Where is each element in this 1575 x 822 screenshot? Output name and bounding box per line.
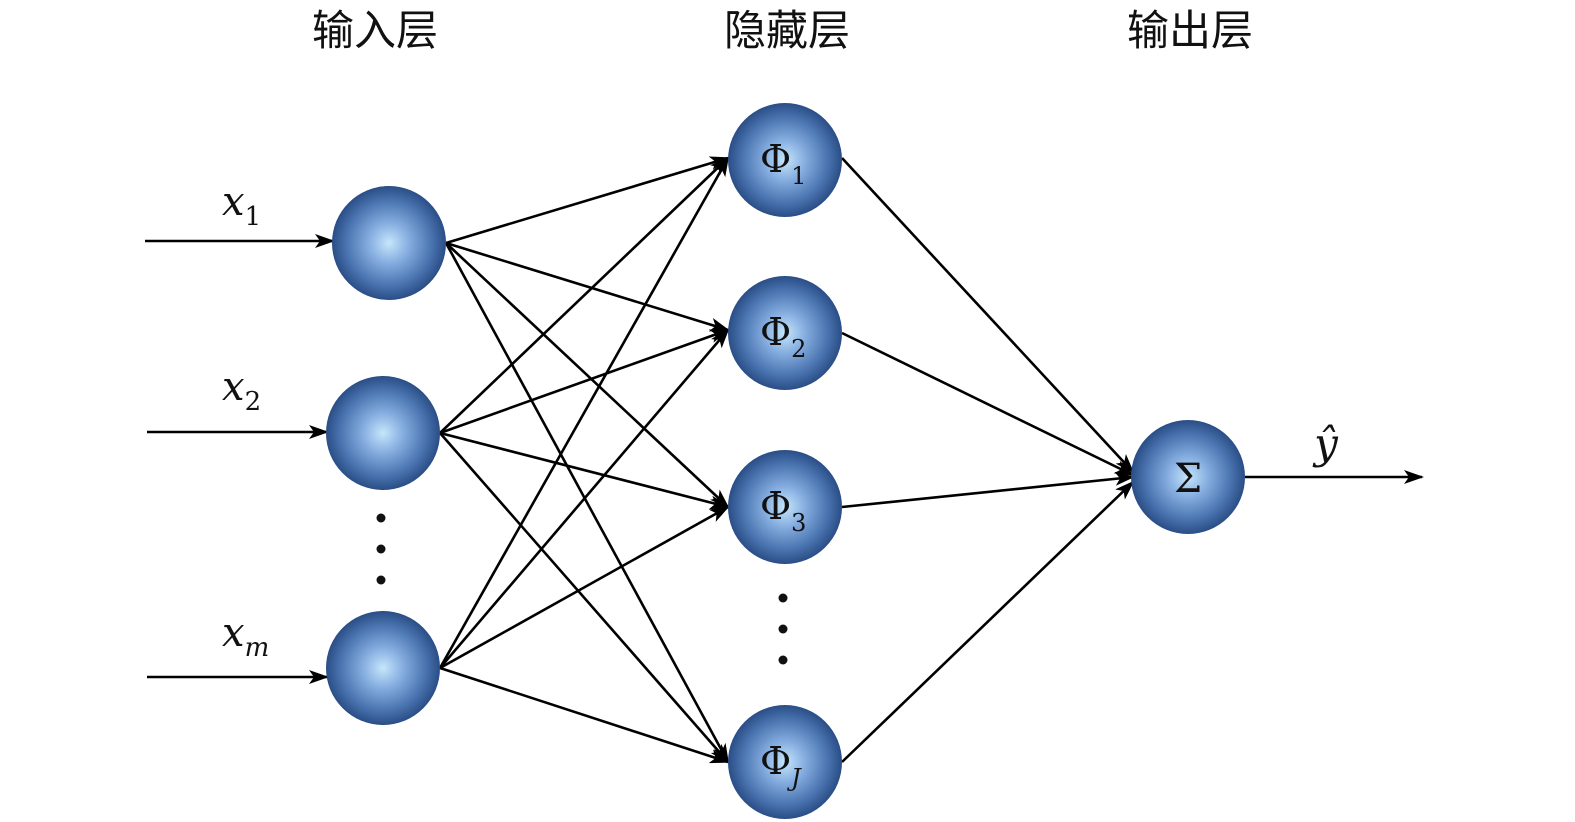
hidden-layer-title: 隐藏层 (724, 6, 850, 55)
input-node-2 (326, 376, 440, 490)
output-label: ŷ (1312, 419, 1339, 468)
edge-phi1-sum (841, 157, 1135, 474)
input-node-1 (332, 186, 446, 300)
edge-x2-phij (439, 432, 730, 764)
input-labels: x1 x2 xm (222, 179, 269, 663)
hidden-label-3: Φ3 (760, 484, 806, 537)
edge-phi2-sum (841, 331, 1135, 477)
edge-phij-sum (841, 480, 1135, 763)
hidden-label-j: ΦJ (760, 739, 802, 792)
edge-x1-phij (444, 242, 730, 764)
edge-xm-phi2 (439, 328, 730, 669)
edge-xm-phi3 (439, 505, 730, 670)
edge-x1-phi2 (445, 241, 730, 332)
output-layer: Σ ŷ (1131, 419, 1339, 534)
edge-xm-phi1 (438, 156, 730, 669)
edge-x2-phi1 (439, 156, 730, 434)
hidden-output-connections (841, 157, 1135, 763)
input-ellipsis (376, 513, 386, 585)
hidden-layer: Φ1 Φ2 Φ3 ΦJ (728, 103, 842, 819)
output-node (1131, 420, 1245, 534)
edge-phi3-sum (841, 471, 1135, 509)
output-layer-title: 输出层 (1127, 6, 1253, 55)
edge-x2-phi2 (439, 328, 730, 435)
hidden-node-2 (728, 276, 842, 390)
edge-x1-phi1 (445, 156, 730, 245)
input-layer (326, 186, 446, 725)
input-label-m: xm (222, 610, 269, 663)
output-sum-symbol: Σ (1174, 456, 1202, 502)
input-hidden-connections (438, 156, 730, 764)
hidden-label-1: Φ1 (760, 137, 806, 190)
input-arrows (145, 234, 335, 684)
input-node-m (326, 611, 440, 725)
hidden-ellipsis (778, 593, 788, 665)
input-label-2: x2 (222, 364, 261, 417)
hidden-node-1 (728, 103, 842, 217)
edge-x2-phi3 (439, 431, 730, 510)
input-layer-title: 输入层 (312, 6, 438, 55)
edge-x1-phi3 (445, 242, 730, 509)
hidden-node-j (728, 705, 842, 819)
hidden-label-2: Φ2 (760, 310, 806, 363)
hidden-node-3 (728, 450, 842, 564)
edge-xm-phij (439, 666, 730, 764)
input-label-1: x1 (222, 179, 261, 232)
